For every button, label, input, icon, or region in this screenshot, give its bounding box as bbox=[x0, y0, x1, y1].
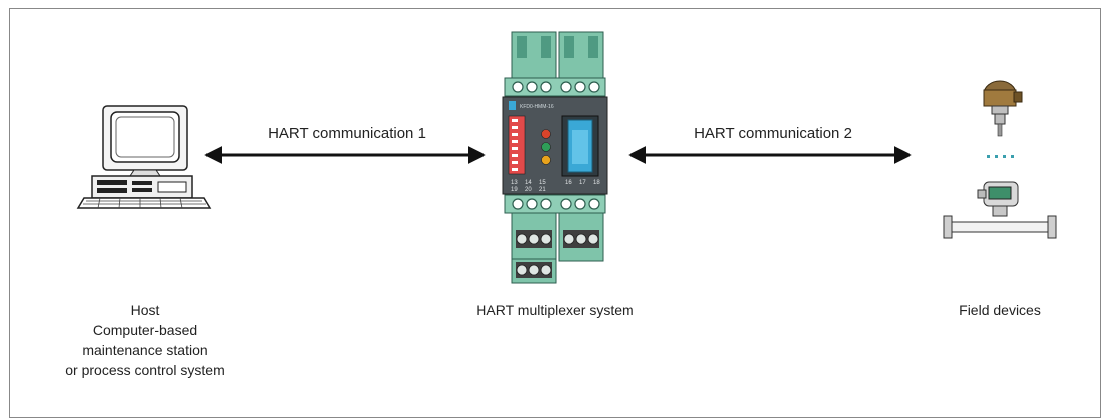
terminal-num: 16 bbox=[565, 180, 572, 186]
diagram-canvas: KFD0-HMM-16 13 14 15 16 17 18 19 20 21 bbox=[76, 31, 1057, 284]
hart2-label: HART communication 2 bbox=[694, 125, 852, 142]
multiplexer-device-icon: KFD0-HMM-16 13 14 15 16 17 18 19 20 21 bbox=[502, 31, 608, 284]
flowmeter-icon bbox=[943, 181, 1057, 239]
terminal-num: 15 bbox=[539, 180, 546, 186]
terminal-num: 21 bbox=[539, 187, 546, 193]
device-text: KFD0-HMM-16 bbox=[520, 104, 554, 110]
host-title: Host bbox=[130, 302, 160, 318]
multiplexer-caption: HART multiplexer system bbox=[476, 302, 634, 318]
host-desc-2: maintenance station bbox=[82, 342, 208, 358]
temperature-transmitter-icon bbox=[983, 80, 1023, 137]
terminal-num: 14 bbox=[525, 180, 532, 186]
terminal-num: 13 bbox=[511, 180, 518, 186]
host-desc-3: or process control system bbox=[65, 362, 225, 378]
field-devices-caption: Field devices bbox=[959, 302, 1041, 318]
terminal-num: 18 bbox=[593, 180, 600, 186]
terminal-num: 17 bbox=[579, 180, 586, 186]
ellipsis-dots bbox=[987, 155, 1014, 158]
hart1-label: HART communication 1 bbox=[268, 125, 426, 142]
terminal-num: 20 bbox=[525, 187, 532, 193]
computer-icon bbox=[76, 105, 212, 209]
host-caption: Host Computer-based maintenance station … bbox=[30, 300, 260, 380]
terminal-num: 19 bbox=[511, 187, 518, 193]
host-desc-1: Computer-based bbox=[92, 322, 198, 338]
